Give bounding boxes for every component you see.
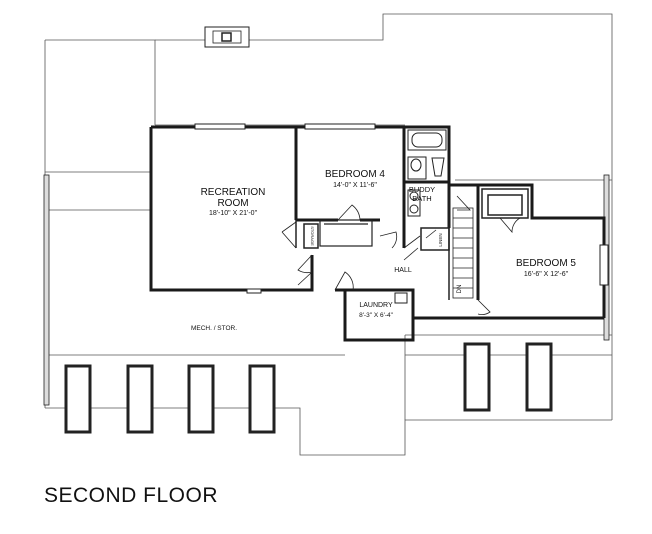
- recreation-room-label-1: RECREATION: [201, 187, 266, 198]
- bedroom5-dims: 16'-6" X 12'-6": [524, 271, 569, 278]
- windows: [194, 123, 609, 294]
- doors: [281, 204, 521, 315]
- chimney: [204, 26, 250, 48]
- laundry-dims: 8'-3" X 6'-4": [359, 312, 394, 319]
- buddy-bath-label-1: BUDDY: [409, 185, 435, 194]
- bath-fixtures: [407, 129, 447, 217]
- laundry-label: LAUNDRY: [359, 302, 393, 309]
- storage-label: STORAGE: [310, 226, 315, 246]
- closet-bedroom4: [319, 219, 373, 247]
- stair-dn-label: DN: [457, 285, 463, 294]
- dormers: [64, 342, 553, 434]
- mech-stor-label: MECH. / STOR.: [191, 325, 237, 332]
- plan-title: SECOND FLOOR: [44, 484, 219, 507]
- recreation-room-label-2: ROOM: [217, 198, 248, 209]
- stair: [452, 195, 474, 299]
- linen-label: LINEN: [438, 233, 443, 246]
- laundry-fixture: [394, 292, 408, 304]
- buddy-bath-label-2: BATH: [412, 194, 431, 203]
- bedroom4-dims: 14'-0" X 11'-6": [333, 182, 377, 189]
- recreation-room-dims: 18'-10" X 21'-0": [209, 210, 258, 217]
- interior-walls: [295, 188, 529, 300]
- bedroom5-label: BEDROOM 5: [516, 258, 576, 269]
- hall-label: HALL: [394, 267, 412, 274]
- bedroom4-label: BEDROOM 4: [325, 169, 385, 180]
